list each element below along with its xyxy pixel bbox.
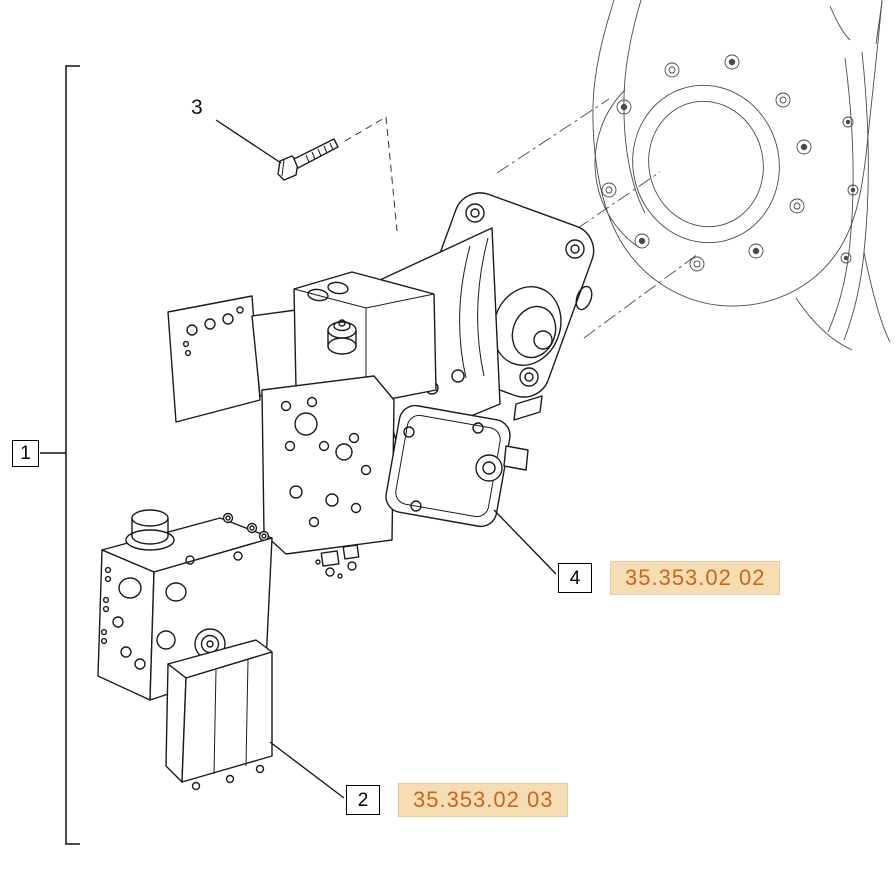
callout-2-control-valve[interactable]: 2 — [346, 785, 380, 815]
bolt-insertion-dashed-lines — [344, 116, 398, 232]
gear-pump-drawing — [385, 395, 543, 528]
part-ref-pump-link[interactable]: 35.353.02 02 — [610, 561, 781, 595]
leader-lines — [215, 119, 557, 799]
callout-3-bolt: 3 — [191, 96, 203, 119]
hydraulic-motor-drawing — [167, 192, 595, 579]
control-valve-drawing — [97, 509, 273, 791]
callout-1-assembly-group[interactable]: 1 — [12, 440, 39, 467]
callout-4-pump[interactable]: 4 — [558, 563, 592, 593]
group-bracket — [40, 65, 80, 845]
housing-drawing — [592, 0, 891, 351]
part-ref-control-valve-link[interactable]: 35.353.02 03 — [398, 783, 569, 817]
mounting-bolt-drawing — [277, 138, 339, 181]
